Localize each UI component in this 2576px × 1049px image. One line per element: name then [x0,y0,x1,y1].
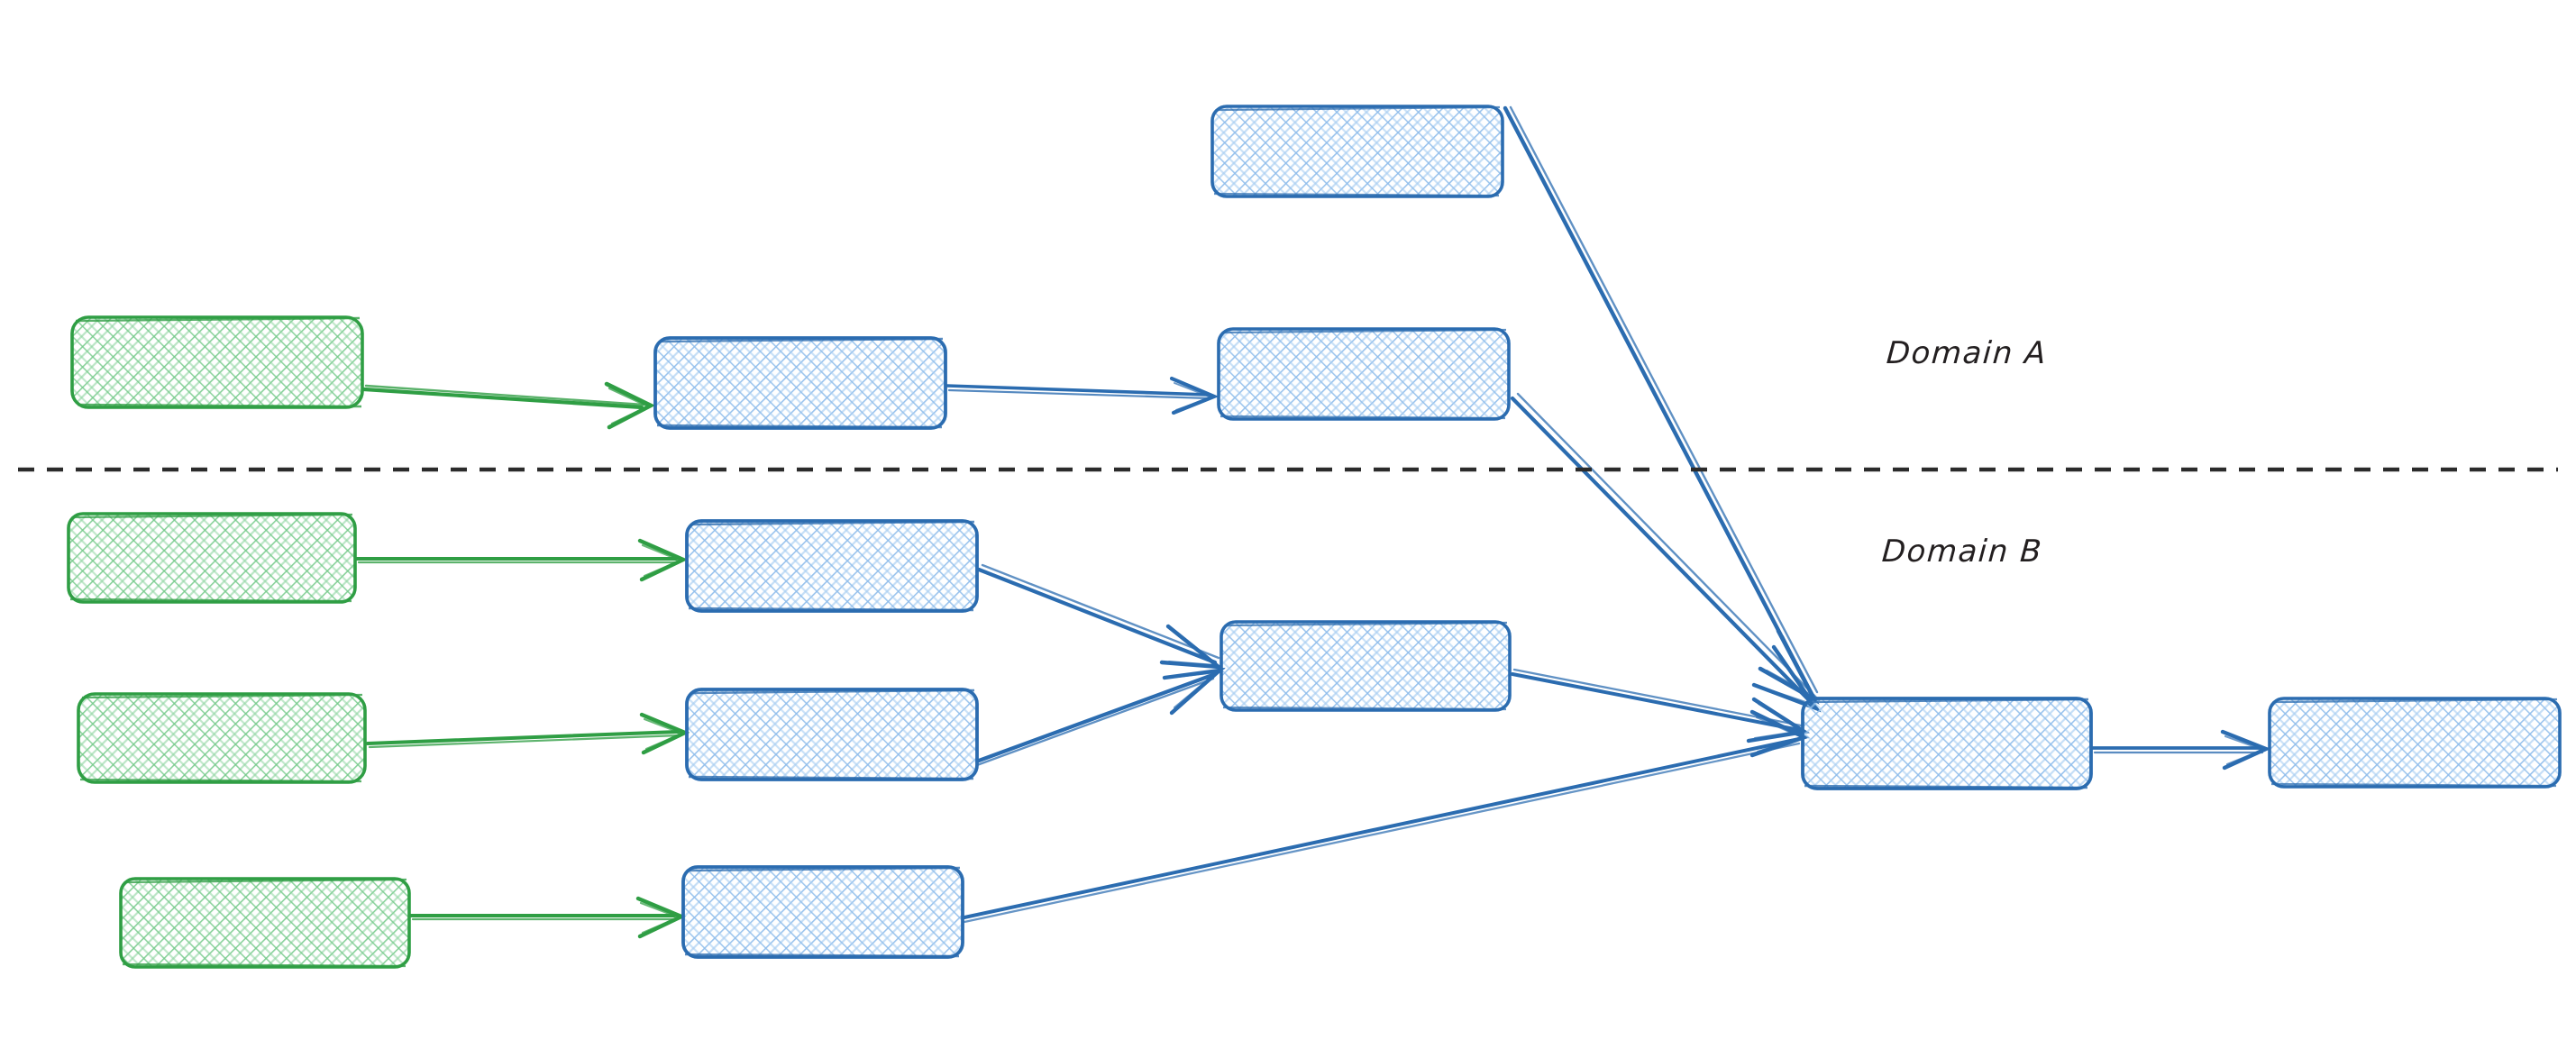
node-proc-a1[interactable] [653,336,947,430]
edge-source-b1-to-proc1 [355,538,689,582]
node-top-blue[interactable] [1210,105,1504,198]
edge-source-a-to-proc1 [361,381,656,430]
domain-label-a: Domain A [1885,335,2049,371]
domain-label-b: Domain B [1880,534,2044,570]
node-proc-b3[interactable] [681,865,964,959]
edge-source-b3-to-proc3 [409,896,687,939]
edge-sink-to-final [2091,729,2271,771]
node-proc-a2[interactable] [1217,327,1511,421]
node-sink-b[interactable] [1801,697,2093,790]
edge-proc1-to-proc2 [945,376,1219,415]
node-source-a[interactable] [70,315,364,409]
edge-merge-to-sink [1511,668,1811,743]
edge-proc3-to-sink [963,709,1810,924]
node-source-b3[interactable] [119,877,411,969]
node-proc-b1[interactable] [685,519,979,613]
edge-proc2-to-merge [975,667,1226,767]
edge-topblue-to-sink [1503,105,1820,705]
node-proc-b2[interactable] [685,688,979,781]
edges-layer [355,105,2271,939]
node-final-b[interactable] [2268,697,2562,789]
node-merge-b[interactable] [1219,620,1512,712]
edge-proc1-to-merge [976,563,1225,670]
edge-source-b2-to-proc2 [366,712,690,755]
nodes-layer [67,105,2562,969]
node-source-b2[interactable] [77,692,367,784]
edge-proc2-to-sink [1510,392,1822,713]
node-source-b1[interactable] [67,512,357,604]
